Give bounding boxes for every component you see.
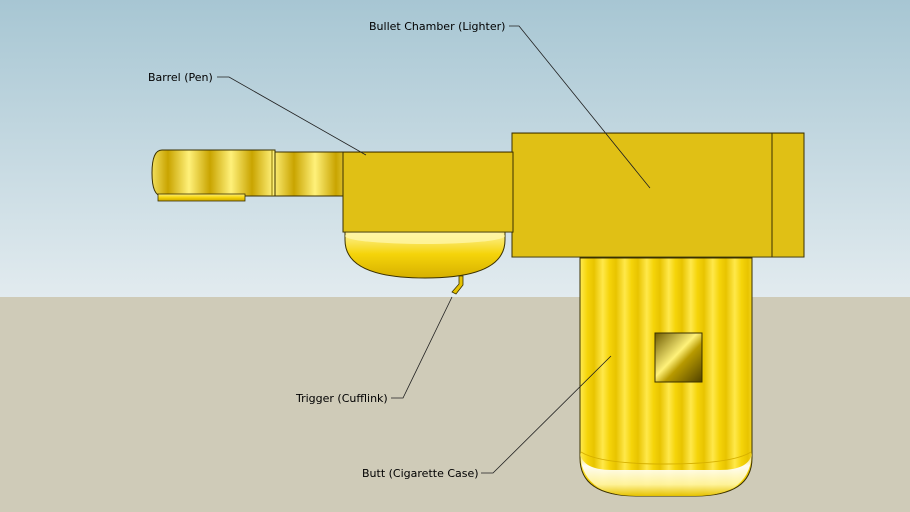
leader-butt bbox=[481, 355, 612, 474]
butt-cigarette-case bbox=[579, 257, 753, 497]
leader-barrel bbox=[217, 76, 367, 156]
label-butt: Butt (Cigarette Case) bbox=[362, 467, 479, 480]
leader-bullet-chamber bbox=[509, 25, 651, 189]
label-barrel: Barrel (Pen) bbox=[148, 71, 213, 84]
grip-window bbox=[654, 332, 703, 383]
ground-plane bbox=[0, 297, 910, 512]
annotation-leaders bbox=[217, 25, 651, 474]
label-bullet-chamber: Bullet Chamber (Lighter) bbox=[369, 20, 506, 33]
barrel-block bbox=[342, 151, 514, 233]
leader-trigger bbox=[391, 296, 453, 399]
bullet-chamber-lighter bbox=[511, 132, 805, 258]
pen-clip bbox=[157, 193, 246, 202]
label-trigger: Trigger (Cufflink) bbox=[296, 392, 388, 405]
barrel-pen bbox=[151, 149, 344, 202]
